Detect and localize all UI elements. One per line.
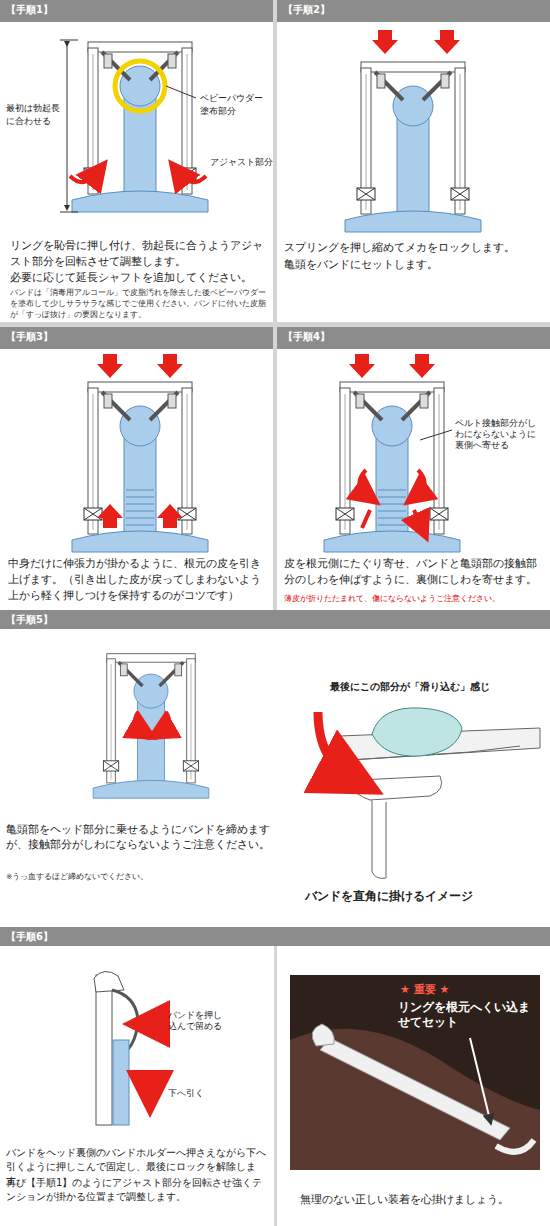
photo-callout: リングを根元へくい込ませてセット: [398, 1000, 534, 1030]
extender-frame: [324, 382, 460, 552]
step-text: 中身だけに伸張力が掛かるように、根元の皮を引き上げます。（引き出した皮が戻ってし…: [8, 556, 270, 604]
step-title: 【手順6】: [0, 927, 550, 946]
extender-frame: [72, 42, 208, 212]
rotate-arrow: [70, 172, 98, 182]
step-header: 【手順4】: [277, 327, 550, 349]
step4-figure: [324, 382, 460, 552]
fold-arrow: [416, 470, 425, 496]
dimension-tick: [60, 40, 78, 212]
step-title: 【手順1】: [0, 0, 273, 19]
dimension-label: 最初は勃起長に合わせる: [6, 102, 62, 128]
band-detail: [318, 708, 540, 879]
push-arrow: [146, 1021, 162, 1027]
wrinkle-lines: [126, 490, 154, 525]
powder-ring: [115, 61, 165, 111]
shaft: [120, 406, 160, 534]
part-label: アジャスト部分: [210, 156, 276, 169]
red-arrow: [434, 30, 460, 54]
step-title: 【手順4】: [277, 327, 550, 346]
wrinkle-lines: [378, 490, 406, 525]
step-text: 皮を根元側にたぐり寄せ、バンドと亀頭部の接触部分のしわを伸ばすように、裏側にしわ…: [284, 556, 546, 588]
side-view: [94, 971, 162, 1125]
slide-arrow: [318, 712, 352, 778]
fold-arrow: [362, 510, 422, 528]
leader-line: [166, 86, 196, 98]
step5-figure: [93, 654, 209, 799]
shaft: [372, 406, 412, 534]
caption-text: バンドを直角に掛けるイメージ: [305, 888, 545, 905]
warning-note: 薄皮が折りたたまれて、傷にならないようご注意ください。: [284, 594, 548, 605]
shaft: [134, 674, 168, 783]
pull-arrow: [147, 1072, 153, 1094]
step-header: 【手順6】: [0, 927, 550, 946]
shaft: [113, 1040, 129, 1125]
step-header: 【手順1】: [0, 0, 273, 22]
caption-text: 無理のない正しい装着を心掛けましょう。: [300, 1192, 545, 1207]
red-arrow: [157, 354, 183, 378]
extender-frame: [345, 62, 481, 232]
shaft: [393, 86, 433, 214]
step-text: 必要に応じて延長シャフトを追加してください。: [10, 270, 268, 286]
step-text: 亀頭部をヘッド部分に乗せるようにバンドを締めますが、接触部分がしわにならないよう…: [6, 822, 274, 852]
step-text: 亀頭をバンドにセットします。: [284, 257, 546, 273]
red-arrow: [349, 354, 375, 378]
step-title: 【手順2】: [277, 0, 550, 19]
leader-line: [420, 430, 452, 440]
red-arrow: [97, 504, 123, 528]
step1-figure: [72, 42, 208, 212]
step-header: 【手順5】: [0, 610, 550, 629]
note-text: ※うっ血するほど締めないでください。: [6, 872, 274, 883]
step-text: リングを恥骨に押し付け、勃起長に合うようアジャスト部分を回転させて調整します。: [10, 238, 268, 270]
red-arrow: [97, 354, 123, 378]
panel-gap: [273, 0, 277, 610]
step-text: スプリングを押し縮めてメカをロックします。: [284, 240, 546, 256]
red-arrow: [372, 30, 398, 54]
step2-figure: [345, 62, 481, 232]
rotate-arrow: [178, 172, 206, 182]
extender-head: [312, 1024, 334, 1046]
important-mark: ★ 重要 ★: [400, 982, 510, 998]
tighten-arrow: [160, 712, 169, 732]
base-ring: [496, 1140, 534, 1152]
red-arrow: [157, 504, 183, 528]
step3-figure: [72, 382, 208, 552]
step-title: 【手順3】: [0, 327, 273, 346]
head-cap: [94, 971, 124, 992]
part-label: ベルト接触部分がしわにならないように裏側へ寄せる: [455, 418, 537, 451]
photo-ground: [290, 975, 540, 1170]
step-title: 【手順5】: [0, 610, 550, 629]
step-header: 【手順3】: [0, 327, 273, 349]
note-text: バンドは「消毒用アルコール」で皮脂汚れを除去した後ベビーパウダーを塗布して少しサ…: [10, 288, 268, 321]
head-pad: [372, 708, 462, 756]
silhouette: [290, 1029, 540, 1170]
rod: [96, 975, 112, 1125]
tighten-arrow: [135, 712, 144, 732]
step-header: 【手順2】: [277, 0, 550, 22]
red-arrow: [409, 354, 435, 378]
extender-bar: [320, 1038, 510, 1140]
extender-frame: [93, 654, 209, 799]
dimension-line: [67, 44, 68, 208]
extender-frame: [72, 382, 208, 552]
step-text: 再び【手順1】のようにアジャスト部分を回転させ強くテンションが掛かる位置まで調整…: [6, 1176, 270, 1204]
pointer-line: [470, 1038, 490, 1120]
fitting-photo: [290, 975, 540, 1170]
part-label: ベビーパウダー塗布部分: [200, 92, 268, 118]
part-label: 下へ引く: [168, 1087, 238, 1099]
band: [372, 800, 386, 878]
part-label: バンドを押し込んで留める: [168, 1010, 224, 1032]
callout-text: 最後にこの部分が「滑り込む」感じ: [330, 680, 545, 695]
shaft: [120, 66, 160, 194]
band-holder: [349, 762, 442, 800]
fold-arrow: [359, 470, 368, 496]
panel-gap: [274, 946, 277, 1226]
